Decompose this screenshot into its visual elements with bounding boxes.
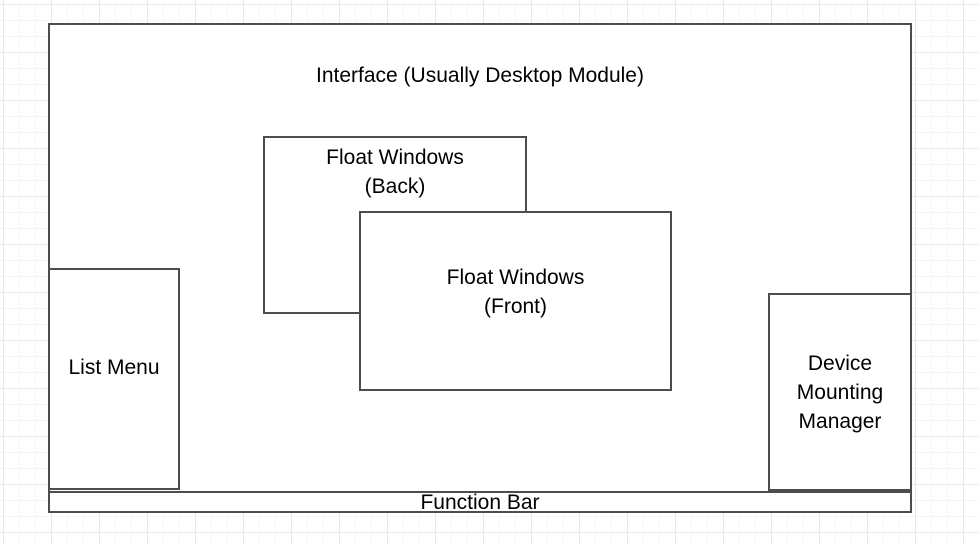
node-interface-label: Interface (Usually Desktop Module) — [316, 64, 644, 87]
node-float-windows-front[interactable]: Float Windows (Front) — [359, 211, 672, 391]
node-float-windows-front-label: Float Windows (Front) — [447, 263, 585, 321]
node-device-mounting-manager-label-line3: Manager — [798, 409, 882, 433]
node-float-windows-front-label-line2: (Front) — [484, 295, 547, 318]
node-float-windows-back-label-line1: Float Windows — [326, 146, 464, 169]
node-float-windows-back-label-line2: (Back) — [364, 175, 426, 198]
node-device-mounting-manager-label-line2: Mounting — [796, 380, 884, 404]
node-device-mounting-manager[interactable]: Device Mounting Manager — [768, 293, 912, 491]
node-device-mounting-manager-label: Device Mounting Manager — [797, 349, 883, 436]
node-float-windows-back-label: Float Windows (Back) — [265, 138, 525, 201]
node-function-bar-label: Function Bar — [420, 490, 540, 514]
node-list-menu-label: List Menu — [68, 355, 160, 379]
node-device-mounting-manager-label-line1: Device — [807, 351, 873, 375]
node-list-menu[interactable]: List Menu — [48, 268, 180, 490]
node-float-windows-front-label-line1: Float Windows — [446, 266, 585, 289]
node-function-bar[interactable]: Function Bar — [48, 491, 912, 513]
